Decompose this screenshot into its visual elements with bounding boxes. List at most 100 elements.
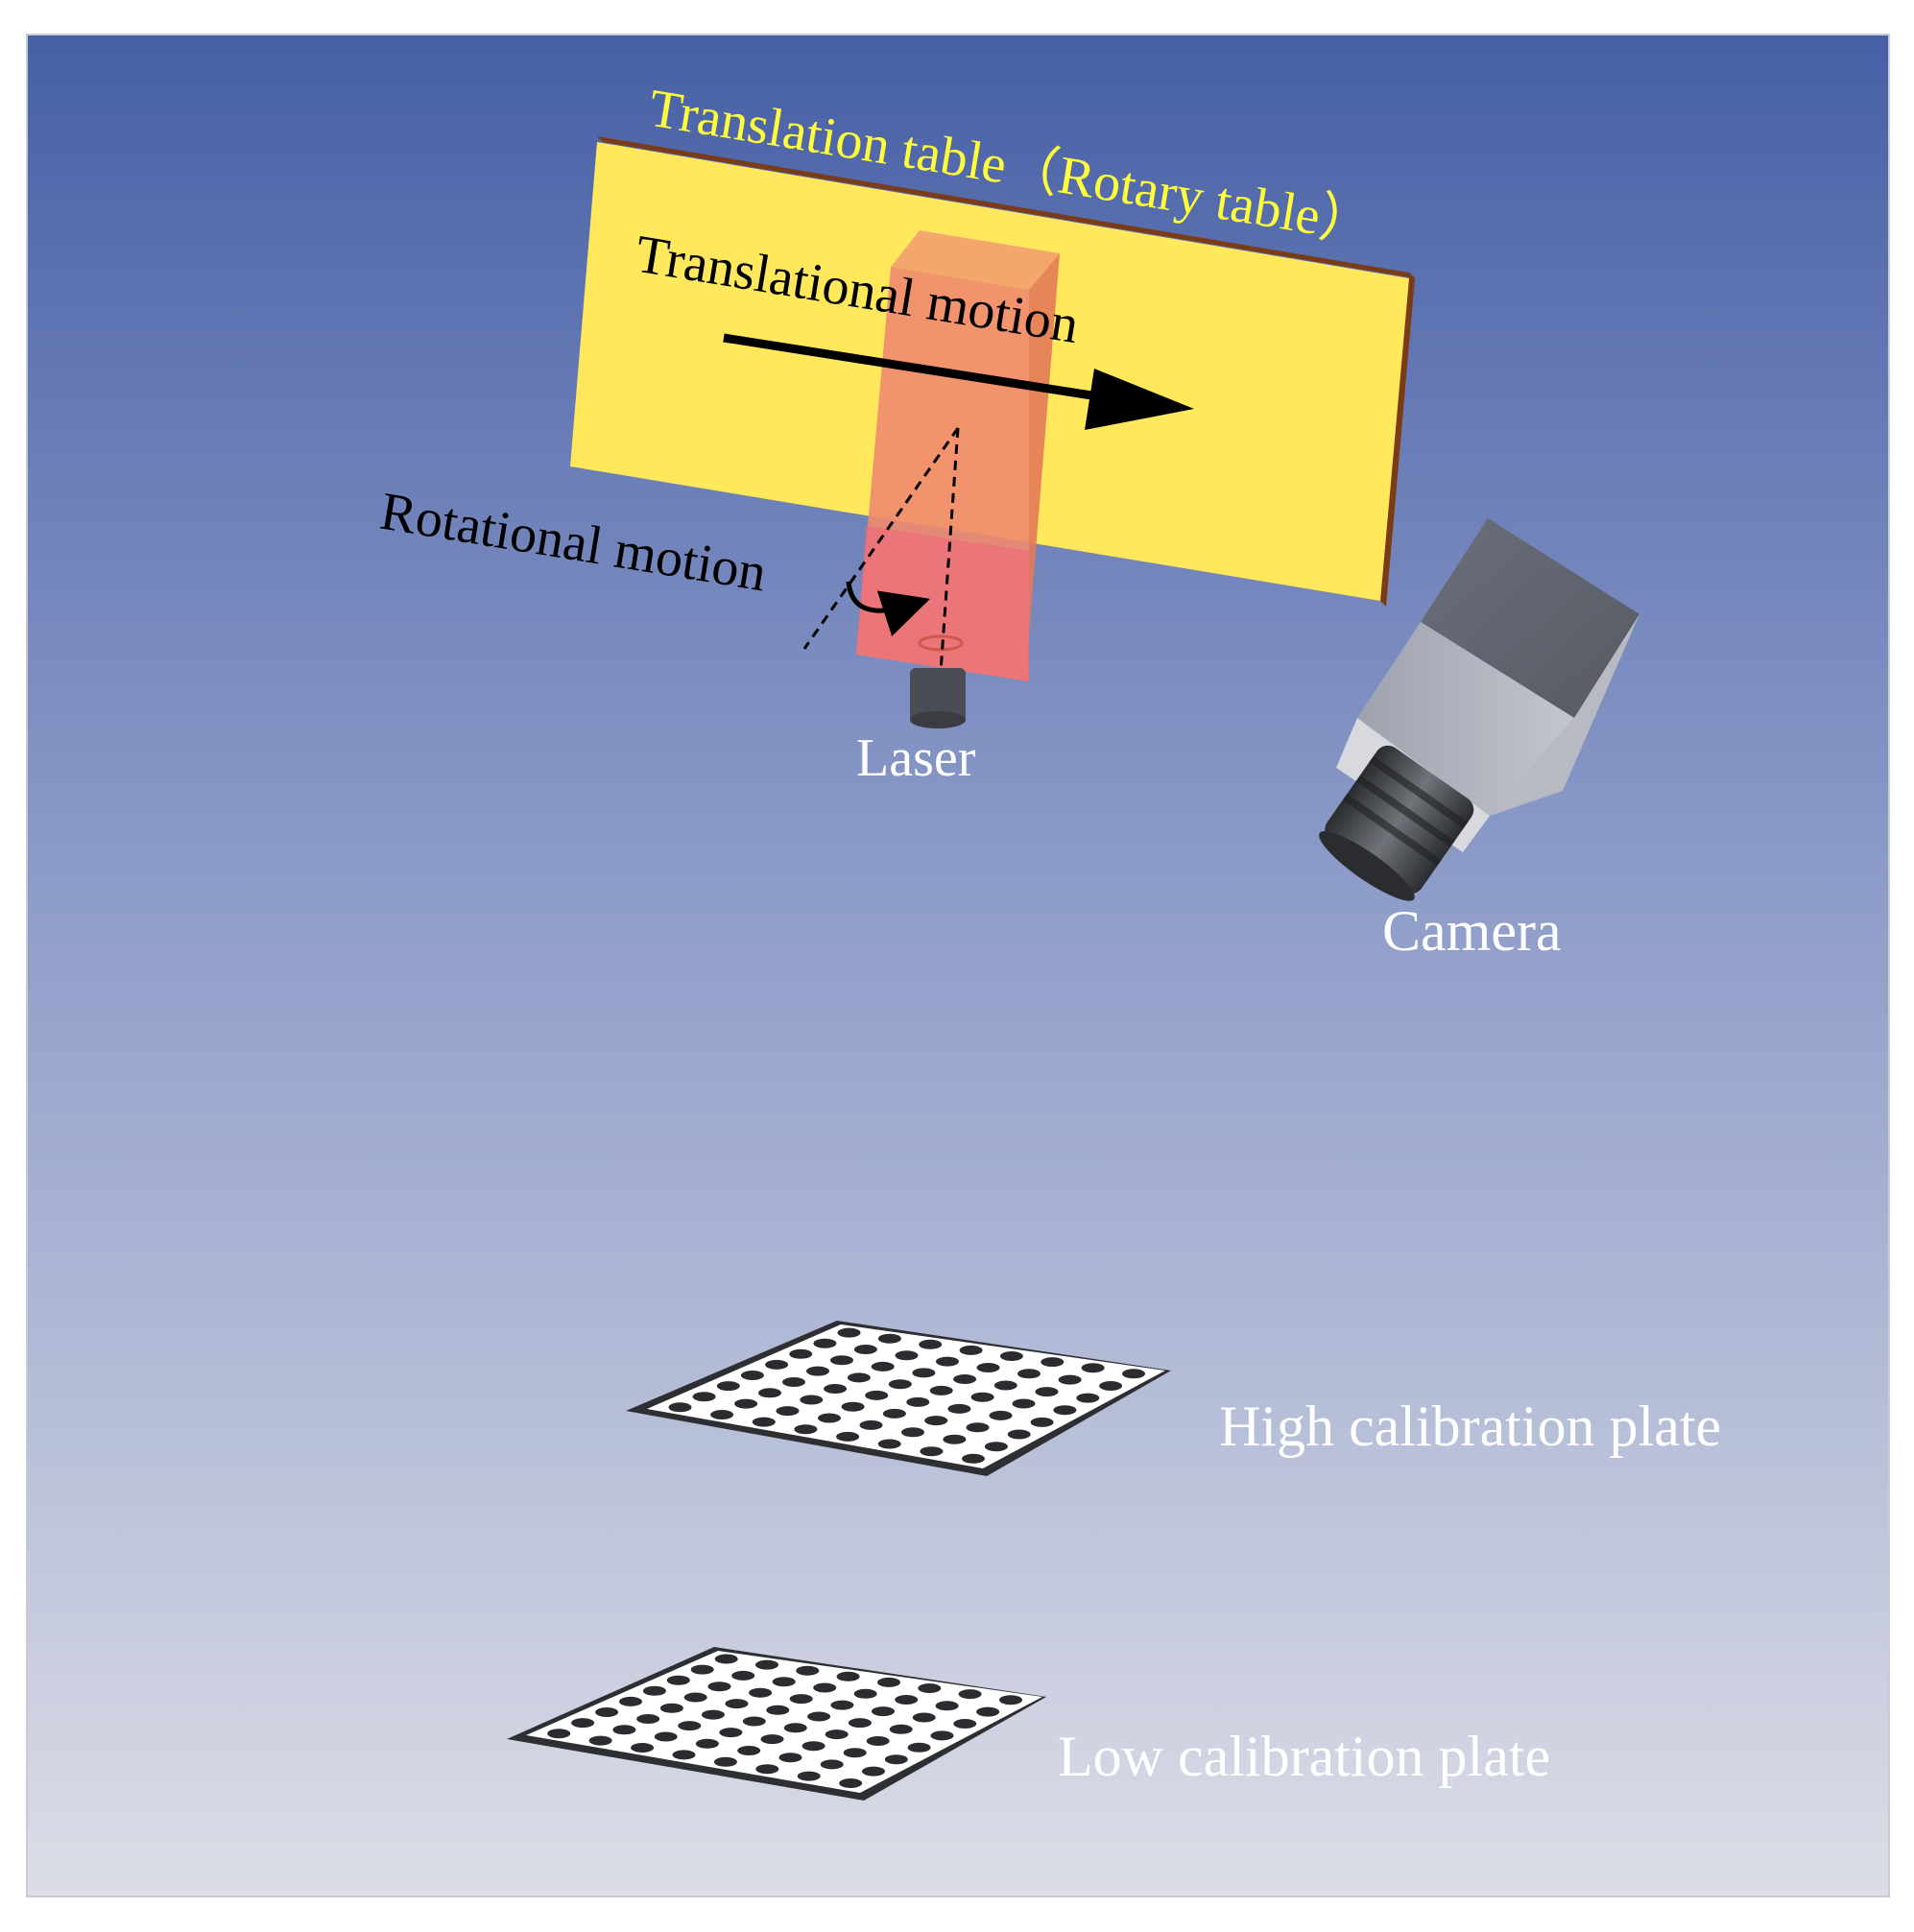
laser-device	[856, 230, 1060, 728]
high-plate-dot	[947, 1403, 971, 1414]
high-plate-dot	[716, 1381, 740, 1392]
low-plate-dot	[713, 1756, 737, 1767]
high-plate-dot	[993, 1380, 1017, 1391]
low-plate-dot	[760, 1734, 784, 1745]
high-plate-dots	[668, 1327, 1145, 1464]
low-plate-dot	[695, 1738, 719, 1749]
high-plate-dot	[989, 1410, 1013, 1420]
translational-arrow-shaft	[723, 333, 1105, 402]
high-plate-dot	[888, 1379, 912, 1390]
high-plate-dot	[1035, 1387, 1059, 1397]
low-plate-dot	[813, 1682, 837, 1693]
low-plate-dot	[701, 1709, 725, 1720]
laser-aperture	[918, 634, 964, 652]
high-plate-dot	[912, 1368, 936, 1378]
low-plate-dot	[783, 1723, 807, 1733]
camera-body-top	[1421, 518, 1639, 718]
low-plate-dot	[678, 1721, 702, 1731]
low-plate-dot	[588, 1735, 612, 1746]
low-plate-dot	[642, 1685, 666, 1696]
low-plate-dot	[672, 1750, 696, 1760]
low-plate-dot	[953, 1719, 977, 1729]
low-plate-dot	[659, 1703, 683, 1713]
laser-nozzle	[910, 668, 966, 722]
low-plate-dots	[547, 1654, 1022, 1788]
low-plate-dot	[683, 1692, 707, 1703]
high-plate-dot	[734, 1398, 758, 1409]
low-plate-dot	[872, 1706, 895, 1717]
high-plate-dot	[970, 1392, 994, 1402]
high-plate-dot	[999, 1351, 1023, 1361]
high-plate-dot	[740, 1371, 764, 1380]
high-plate-dot	[1007, 1429, 1031, 1440]
camera-body-side	[1357, 622, 1574, 816]
high-plate-dot	[824, 1384, 848, 1394]
translational-arrow	[723, 333, 1194, 430]
high-plate-dot	[901, 1427, 924, 1438]
table-top-edge	[597, 136, 1415, 278]
low-plate-dot	[830, 1700, 854, 1710]
high-plate-dot	[865, 1390, 889, 1400]
laser-nozzle-tip	[910, 711, 966, 728]
high-plate-dot	[929, 1385, 953, 1395]
low-plate-dot	[547, 1729, 571, 1739]
high-plate-dot	[966, 1422, 990, 1433]
low-plate-dot	[731, 1670, 755, 1681]
laser-fan-line-right	[939, 427, 960, 673]
high-plate-dot	[1076, 1393, 1100, 1403]
low-plate-dot	[825, 1729, 849, 1740]
low-plate-dot	[619, 1696, 642, 1706]
low-plate-dot	[707, 1682, 731, 1692]
high-plate-dot	[1122, 1369, 1145, 1379]
high-plate-dot	[794, 1424, 818, 1435]
low-plate-dot	[884, 1754, 908, 1765]
low-plate-dot	[714, 1654, 738, 1664]
high-plate-dot	[813, 1338, 837, 1348]
high-plate-dot	[853, 1345, 877, 1354]
high-plate-dot	[752, 1417, 776, 1427]
low-plate-dot	[999, 1695, 1022, 1705]
high-plate-dot	[859, 1419, 883, 1430]
low-plate-dot	[866, 1736, 890, 1746]
high-plate-dot	[765, 1359, 789, 1370]
low-plate-dot	[796, 1665, 820, 1676]
high-plate-label: High calibration plate	[1219, 1395, 1721, 1458]
high-plate-dot	[692, 1392, 716, 1402]
camera-lens-ring-2	[1355, 775, 1455, 847]
low-plate-dot	[820, 1759, 844, 1770]
low-plate-dot	[907, 1742, 931, 1753]
high-plate-dot	[776, 1406, 800, 1417]
high-plate-dot	[959, 1345, 983, 1355]
laser-label: Laser	[856, 728, 976, 788]
high-plate-dot	[1058, 1374, 1082, 1385]
low-plate-dot	[749, 1687, 773, 1698]
camera-lens-front	[1319, 831, 1415, 901]
high-plate-dot	[920, 1446, 944, 1457]
high-plate-dot	[1041, 1357, 1065, 1368]
low-plate-dot	[853, 1688, 877, 1699]
high-calibration-plate	[626, 1321, 1171, 1476]
low-plate-dot	[755, 1764, 779, 1775]
high-plate-dot	[962, 1453, 985, 1464]
high-plate-dot	[830, 1355, 853, 1366]
low-plate-dot	[912, 1712, 936, 1723]
high-plate-dot	[919, 1339, 943, 1349]
low-plate-dot	[595, 1707, 619, 1717]
high-plate-dot	[1017, 1369, 1041, 1379]
high-plate-dot	[936, 1356, 959, 1367]
low-plate-dot	[848, 1718, 872, 1729]
low-plate-dot	[843, 1748, 867, 1758]
high-plate-dot	[836, 1431, 860, 1442]
high-plate-dot	[806, 1366, 829, 1376]
camera-label: Camera	[1382, 899, 1562, 963]
low-plate-dot	[801, 1741, 825, 1752]
low-plate-dot	[737, 1746, 761, 1755]
table-side-edge	[1380, 273, 1415, 607]
high-plate-dot	[871, 1361, 895, 1371]
high-plate-dot	[1053, 1405, 1077, 1416]
camera-body-right	[1490, 614, 1639, 816]
low-calibration-plate	[507, 1647, 1046, 1801]
rotational-arrow	[846, 581, 931, 636]
low-plate-label: Low calibration plate	[1058, 1725, 1550, 1788]
